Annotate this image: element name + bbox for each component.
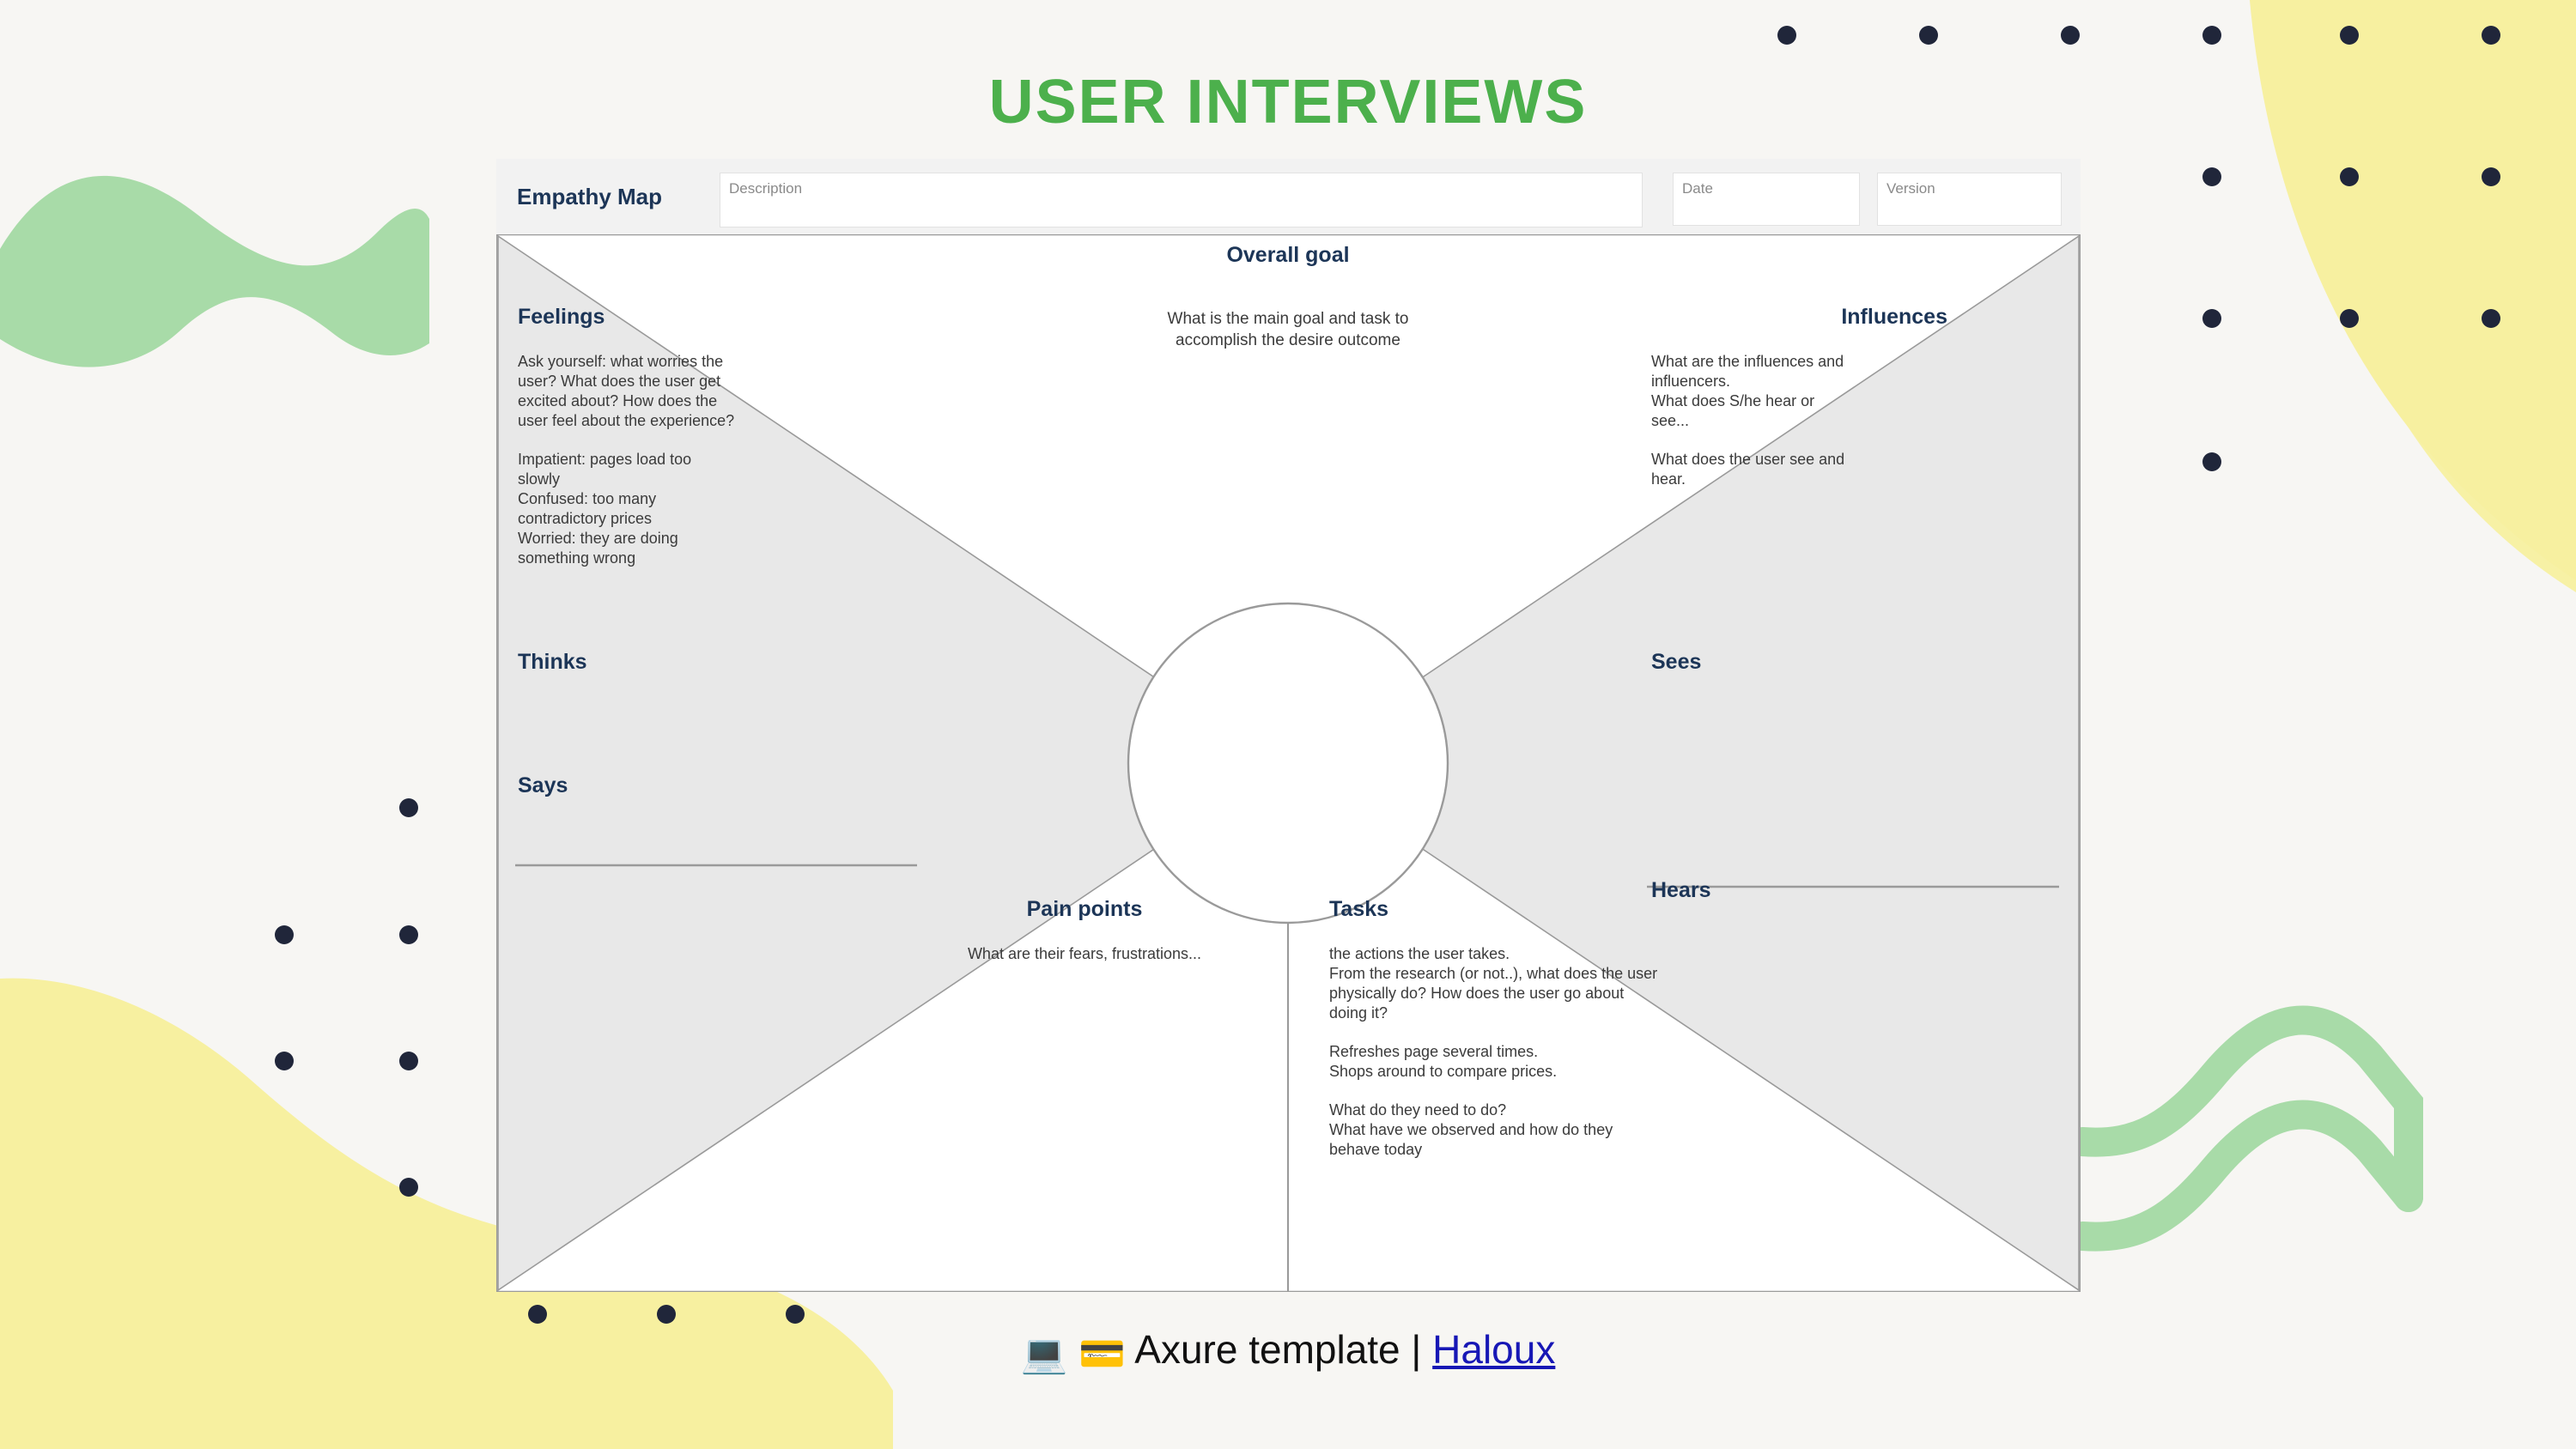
haloux-link[interactable]: Haloux xyxy=(1432,1327,1556,1372)
decorative-dot xyxy=(2482,26,2500,45)
influences-body-2: What does the user see and hear. xyxy=(1651,451,1845,488)
section-thinks: Thinks xyxy=(518,650,810,675)
decorative-dot xyxy=(528,1305,547,1324)
tasks-body-3: What do they need to do? What have we ob… xyxy=(1329,1101,1613,1159)
section-overall-goal: Overall goal What is the main goal and t… xyxy=(1030,243,1546,351)
feelings-title: Feelings xyxy=(518,305,605,329)
pain-points-title: Pain points xyxy=(1026,897,1143,921)
green-wave-bottom-right-lower xyxy=(2068,1100,2423,1252)
page-title: USER INTERVIEWS xyxy=(988,68,1588,136)
hears-title: Hears xyxy=(1651,878,1711,902)
section-feelings: Feelings Ask yourself: what worries the … xyxy=(518,305,810,568)
right-triangle xyxy=(1293,234,2080,1292)
tasks-title: Tasks xyxy=(1329,897,1389,921)
section-pain-points: Pain points What are their fears, frustr… xyxy=(883,897,1286,964)
empathy-map-body: Overall goal What is the main goal and t… xyxy=(496,234,2081,1292)
credit-card-icon: 💳 xyxy=(1078,1333,1127,1375)
section-influences: Influences What are the influences and i… xyxy=(1651,305,1947,489)
date-placeholder: Date xyxy=(1682,180,1713,197)
thinks-title: Thinks xyxy=(518,650,587,674)
empathy-map-label: Empathy Map xyxy=(517,184,663,209)
decorative-dot xyxy=(2340,309,2359,328)
feelings-body: Ask yourself: what worries the user? Wha… xyxy=(518,353,735,430)
footer-text: Axure template | xyxy=(1134,1327,1433,1372)
decorative-dot xyxy=(786,1305,805,1324)
description-placeholder: Description xyxy=(729,180,803,197)
decorative-dot xyxy=(2202,452,2221,471)
laptop-icon: 💻 xyxy=(1020,1333,1068,1375)
says-title: Says xyxy=(518,773,568,797)
decorative-dot xyxy=(2061,26,2080,45)
decorative-dot xyxy=(399,1178,418,1197)
decorative-dot xyxy=(657,1305,676,1324)
card-header: Empathy Map Description Date Version xyxy=(496,159,2081,234)
overall-goal-title: Overall goal xyxy=(1226,243,1350,267)
overall-goal-body: What is the main goal and task to accomp… xyxy=(1167,310,1409,349)
sees-title: Sees xyxy=(1651,650,1702,674)
influences-body: What are the influences and influencers.… xyxy=(1651,353,1844,430)
section-tasks: Tasks the actions the user takes. From t… xyxy=(1329,897,1776,1160)
decorative-dot xyxy=(399,1052,418,1070)
tasks-body: the actions the user takes. From the res… xyxy=(1329,945,1658,1022)
tasks-body-2: Refreshes page several times. Shops arou… xyxy=(1329,1043,1558,1081)
left-triangle xyxy=(497,234,1284,1292)
decorative-dot xyxy=(1777,26,1796,45)
description-input[interactable]: Description xyxy=(720,173,1643,227)
version-placeholder: Version xyxy=(1886,180,1935,197)
decorative-dot xyxy=(2340,167,2359,186)
pain-points-body: What are their fears, frustrations... xyxy=(967,945,1202,962)
influences-title: Influences xyxy=(1841,305,1947,329)
decorative-dot xyxy=(1919,26,1938,45)
section-says: Says xyxy=(518,773,810,798)
decorative-dot xyxy=(2482,167,2500,186)
decorative-dot xyxy=(2340,26,2359,45)
feelings-body-2: Impatient: pages load too slowly Confuse… xyxy=(518,451,692,567)
decorative-dot xyxy=(2482,309,2500,328)
decorative-dot xyxy=(2202,309,2221,328)
decorative-dot xyxy=(275,1052,294,1070)
empathy-map-card: Empathy Map Description Date Version xyxy=(496,159,2081,1292)
decorative-dot xyxy=(2202,167,2221,186)
green-wave-left xyxy=(0,175,429,367)
decorative-dot xyxy=(399,925,418,944)
version-input[interactable]: Version xyxy=(1877,173,2062,226)
empathy-map-diagram xyxy=(496,234,2081,1292)
section-sees: Sees xyxy=(1651,650,1943,675)
decorative-dot xyxy=(399,798,418,817)
footer: 💻 💳 Axure template | Haloux xyxy=(0,1326,2576,1376)
section-hears: Hears xyxy=(1651,878,1943,903)
green-wave-bottom-right-upper xyxy=(2068,1005,2423,1212)
center-circle xyxy=(1127,602,1449,925)
decorative-dot xyxy=(2202,26,2221,45)
date-input[interactable]: Date xyxy=(1673,173,1860,226)
decorative-dot xyxy=(275,925,294,944)
